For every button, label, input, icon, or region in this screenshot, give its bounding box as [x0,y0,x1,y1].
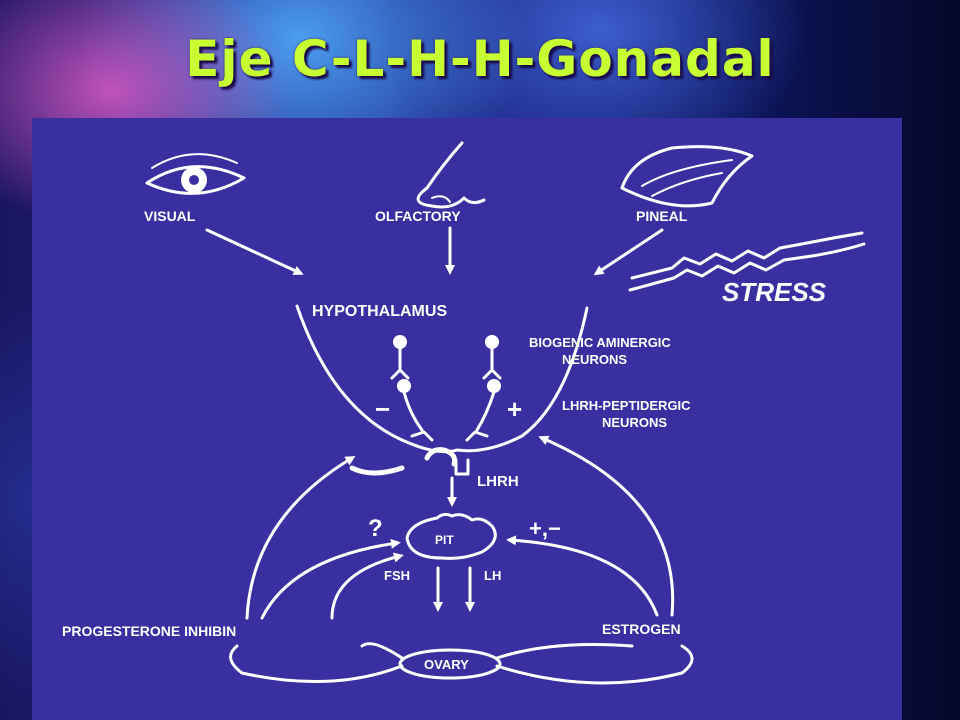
olfactory-label: OLFACTORY [375,208,461,224]
plus-sign: + [507,394,522,424]
progesterone-inhibin-label: PROGESTERONE INHIBIN [62,623,236,639]
fsh-label: FSH [384,568,410,583]
lhrh-neuron-left [397,379,434,442]
biogenic-neuron-left [390,335,410,380]
slide-title: Eje C-L-H-H-Gonadal [185,30,775,88]
estrogen-to-pit-arrow [506,535,659,617]
lhrh-label: LHRH [477,473,519,490]
lhrh-peptidergic-label-line1: LHRH-PEPTIDERGIC [562,398,691,413]
portal-vessel-icon [424,447,457,467]
pineal-label: PINEAL [636,208,688,224]
question-mark: ? [368,515,383,542]
lhrh-neuron-right [465,379,501,442]
eye-icon [145,153,246,195]
nose-icon [416,141,486,209]
hypothalamus-label: HYPOTHALAMUS [312,303,447,320]
estrogen-to-hypothalamus-arrow [538,435,675,617]
biogenic-neuron-right [482,335,502,380]
progesterone-to-pit-arrow [260,538,401,620]
diagram-panel: VISUAL OLFACTORY PINEAL STRESS HYPOTHALA… [32,118,902,720]
ovary-right-loop [495,644,694,685]
ovary-left-loop [229,644,404,683]
pituitary-stalk-icon [349,465,405,476]
minus-sign: − [375,394,390,424]
stress-lightning-icon [628,231,866,292]
lh-label: LH [484,568,501,583]
inhibin-to-pit-arrow [330,552,404,620]
stress-label: STRESS [722,277,827,307]
progesterone-to-hypothalamus-arrow [245,455,356,620]
ovary-estrogen-loop [495,643,634,660]
pituitary-outline [405,512,497,560]
visual-label: VISUAL [144,208,196,224]
visual-arrow [205,228,304,276]
lhrh-peptidergic-label-line2: NEURONS [602,415,667,430]
pineal-icon [620,145,754,208]
estrogen-label: ESTROGEN [602,621,681,637]
biogenic-label-line1: BIOGENIC AMINERGIC [529,335,671,350]
diagram-svg: VISUAL OLFACTORY PINEAL STRESS HYPOTHALA… [62,141,866,685]
pineal-arrow [593,228,664,276]
biogenic-label-line2: NEURONS [562,352,627,367]
ovary-inhibin-loop [360,642,404,660]
pit-label: PIT [435,533,454,547]
ovary-label: OVARY [424,657,469,672]
stalk-connector [454,458,470,476]
plus-minus-label: +,− [529,516,561,541]
hypothalamus-outline [295,304,589,454]
ovary-outline [398,648,502,680]
